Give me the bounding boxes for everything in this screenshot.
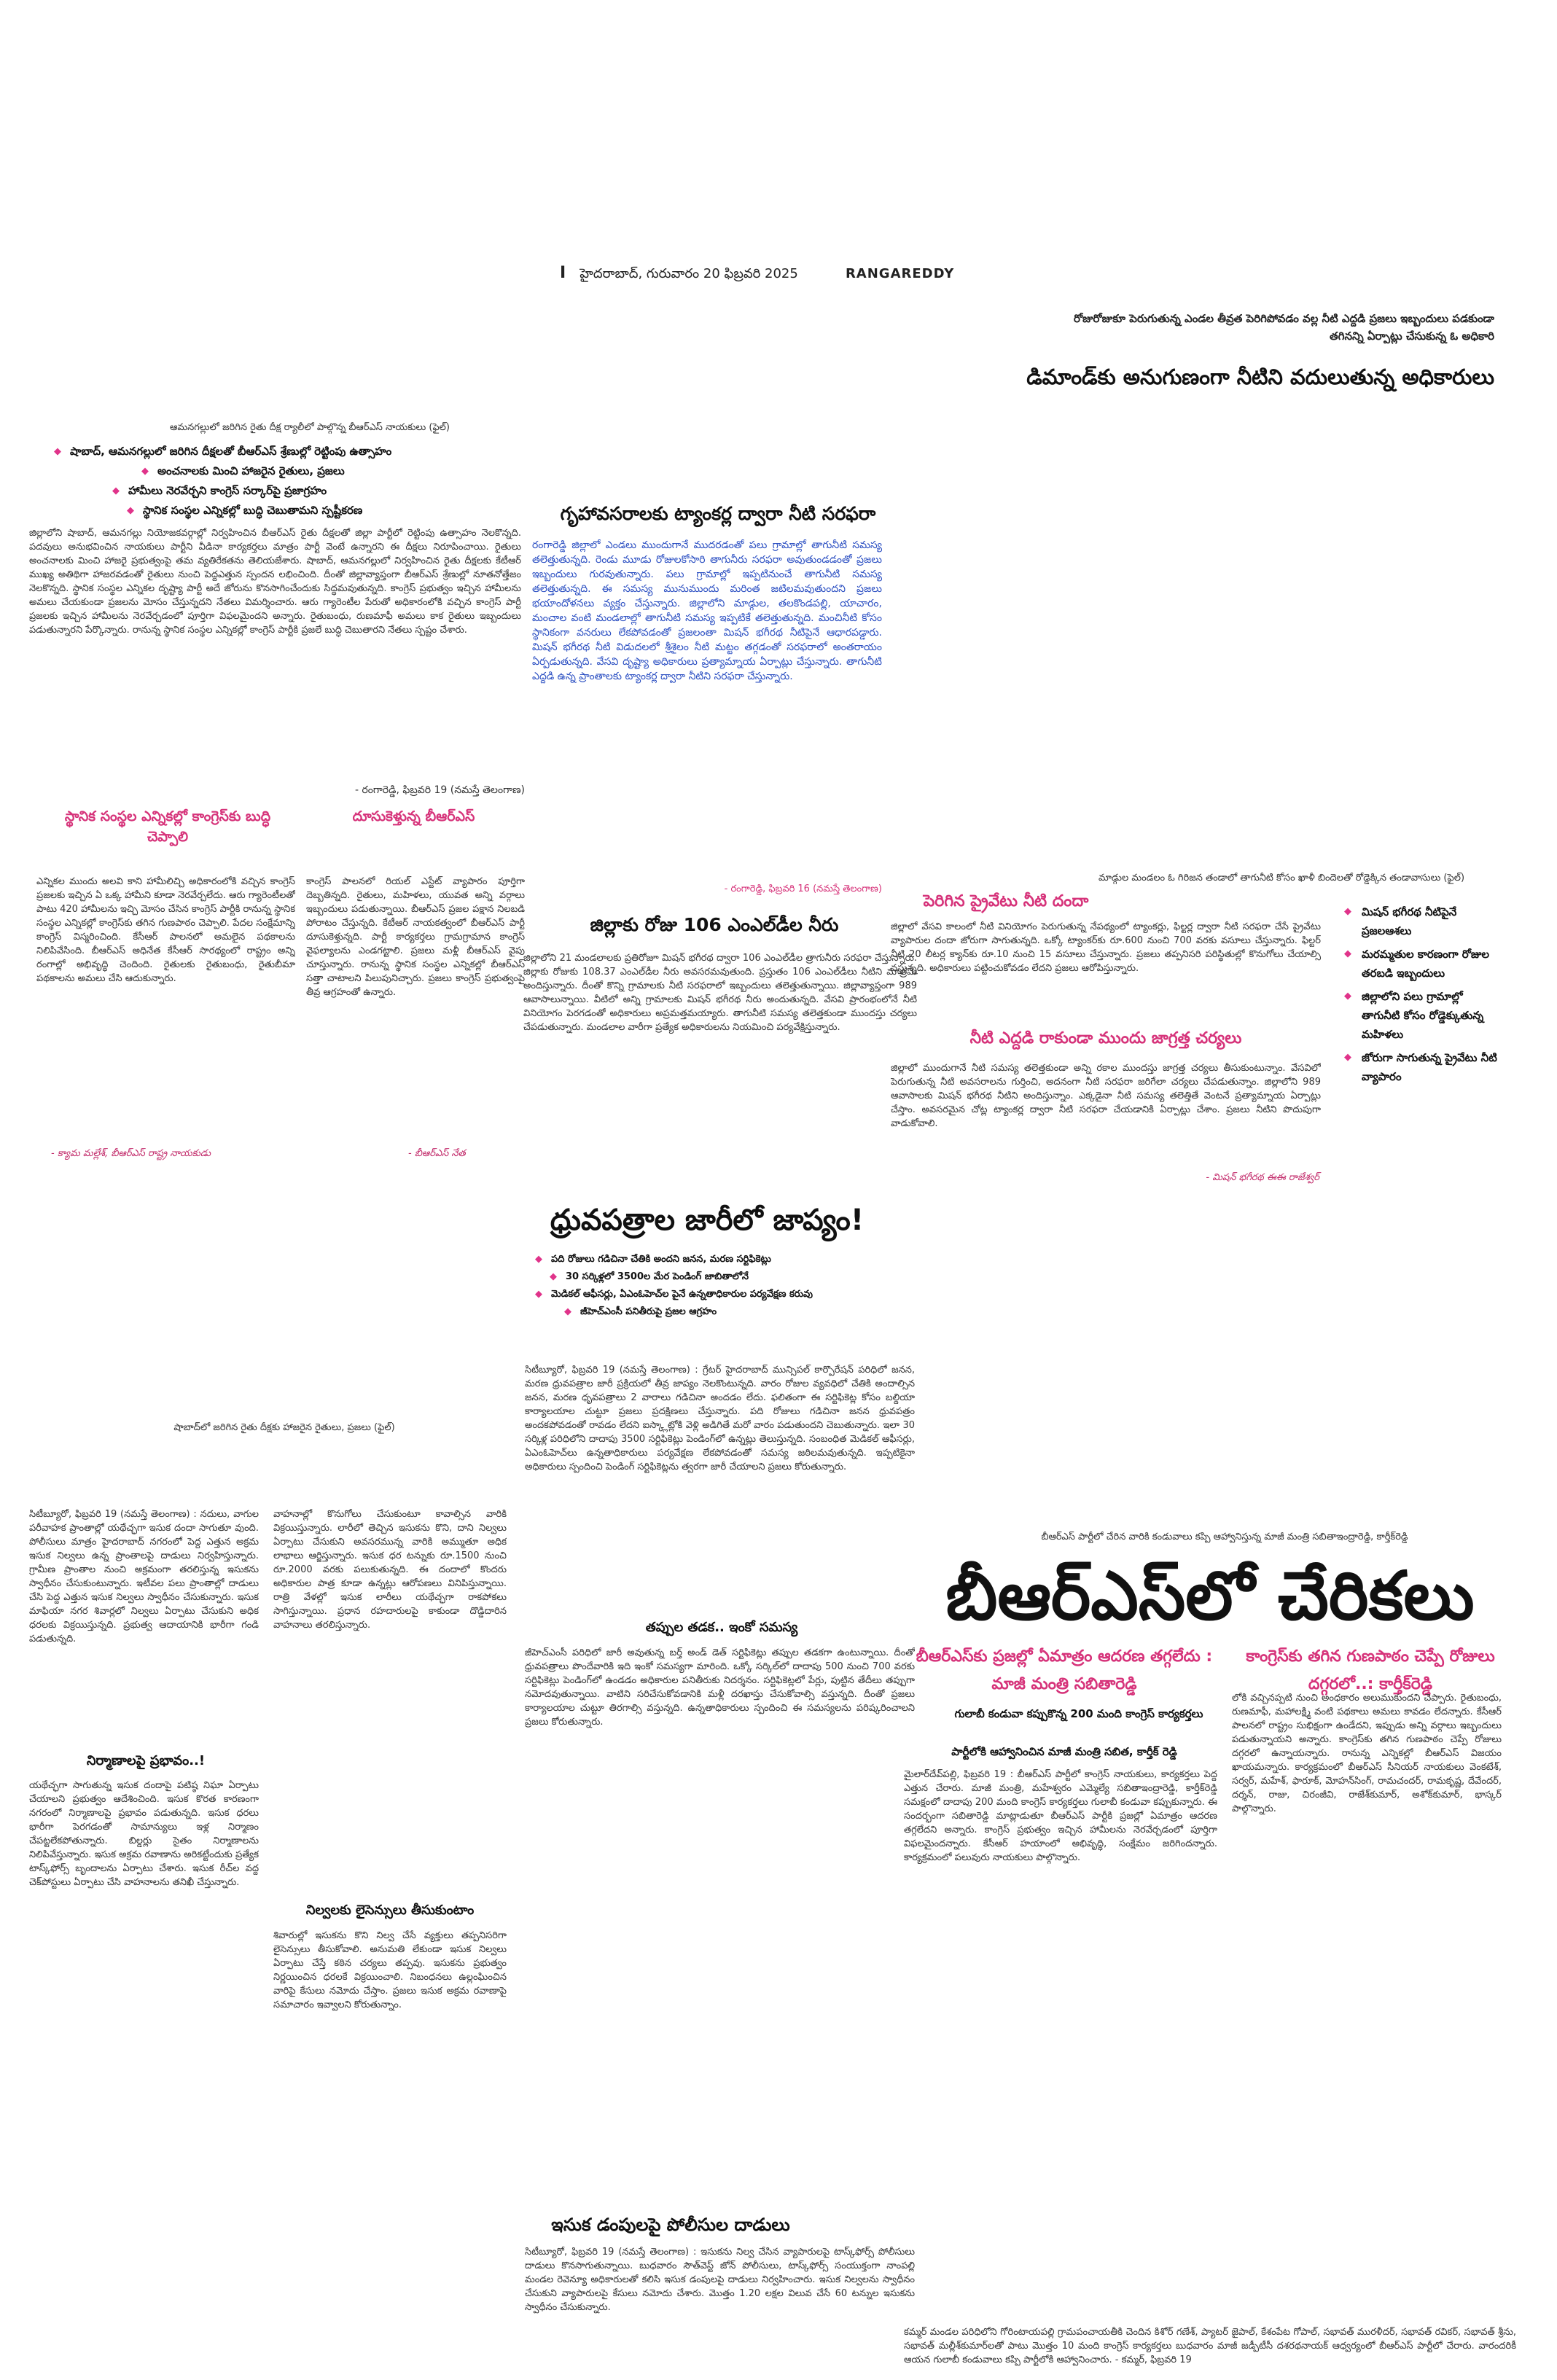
sand-body2: యథేచ్ఛగా సాగుతున్న ఇసుక దందాపై పటిష్ఠ ని… [29, 1780, 259, 1888]
local-body: ఎన్నికల ముందు అలవి కాని హామీలిచ్చి అధికా… [36, 876, 295, 984]
rally-bullet: అంచనాలకు మించి హాజరైన రైతులు, ప్రజలు [138, 461, 525, 481]
sand-col2b: శివారుల్లో ఇసుకను కొని నిల్వ చేసే వ్యక్త… [273, 1930, 507, 2010]
masthead-dateline: హైదరాబాద్, గురువారం 20 ఫిబ్రవరి 2025 [580, 266, 798, 281]
rally-bullet: షాబాద్, ఆమనగల్లులో జరిగిన దీక్షలతో బీఆర్… [51, 442, 525, 461]
brs-body-right: లోకి వచ్చినప్పటి నుంచి అంధకారం అలుముకుంద… [1232, 1693, 1502, 1814]
local-headline: స్థానిక సంస్థల ఎన్నికల్లో కాంగ్రెస్‌కు బ… [64, 808, 271, 845]
private-body: జిల్లాలో వేసవి కాలంలో నీటి వినియోగం పెరు… [891, 921, 1321, 974]
water-deck: రోజురోజుకూ పెరుగుతున్న ఎండల తీవ్రత పెరిగ… [1073, 312, 1494, 343]
footer-caption: కమ్మర్ మండల పరిధిలోని గోరింటాయపల్లి గ్రా… [904, 2327, 1516, 2365]
side-point: మిషన్ భగీరథ నీటిపైనే ప్రజలఆశలు [1341, 902, 1498, 940]
tempo-signature: - బీఆర్‌ఎస్ నేత [408, 1148, 466, 1159]
masthead-section: RANGAREDDY [845, 266, 955, 281]
sand-subhead: నిర్మాణాలపై ప్రభావం..! [86, 1753, 206, 1768]
tanker-headline: గృహావసరాలకు ట్యాంకర్ల ద్వారా నీటి సరఫరా [560, 503, 876, 524]
water-headline: డిమాండ్‌కు అనుగుణంగా నీటిని వదులుతున్న అ… [1026, 364, 1494, 389]
district-headline: జిల్లాకు రోజు 106 ఎంఎల్‌డీల నీరు [590, 914, 839, 935]
brs-sub-left: బీఆర్‌ఎస్‌కు ప్రజల్లో ఏమాత్రం ఆదరణ తగ్గల… [916, 1647, 1213, 1693]
rally-body: జిల్లాలోని షాబాద్, ఆమనగల్లు నియోజకవర్గాల… [29, 528, 521, 636]
sand-body: సిటీబ్యూరో, ఫిబ్రవరి 19 (నమస్తే తెలంగాణ)… [29, 1509, 259, 1644]
masthead-marker: I [560, 264, 566, 282]
brs-kicker: గులాబీ కండువా కప్పుకొన్న 200 మంది కాంగ్ర… [954, 1707, 1203, 1720]
docs-body2: జీహెచ్‌ఎంసీ పరిధిలో జారీ అవుతున్న బర్త్ … [525, 1647, 915, 1728]
sand-subhead2: నిల్వలకు లైసెన్సులు తీసుకుంటాం [305, 1903, 475, 1918]
shabad-caption: షాబాద్‌లో జరిగిన రైతు దీక్షకు హాజరైన రైత… [173, 1422, 395, 1433]
tempo-body: కాంగ్రెస్ పాలనలో రియల్ ఎస్టేట్ వ్యాపారం … [306, 876, 525, 998]
rally-dateline: - రంగారెడ్డి, ఫిబ్రవరి 19 (నమస్తే తెలంగా… [355, 784, 525, 796]
private-photo-caption: మాడ్గుల మండలం ఓ గిరిజన తండాలో తాగునీటి క… [1098, 873, 1465, 883]
private-body2: జిల్లాలో ముందుగానే నీటి సమస్య తలెత్తకుండ… [891, 1063, 1321, 1129]
side-points: మిషన్ భగీరథ నీటిపైనే ప్రజలఆశలు మరమ్మతుల … [1341, 902, 1498, 1090]
brs-kicker2: పార్టీలోకి ఆహ్వానించిన మాజీ మంత్రి సబిత,… [951, 1745, 1177, 1758]
private-headline: పెరిగిన ప్రైవేటు నీటి దందా [923, 892, 1089, 910]
district-body: జిల్లాలోని 21 మండలాలకు ప్రతిరోజూ మిషన్ భ… [523, 953, 917, 1033]
private-subhead: నీటి ఎద్దడి రాకుండా ముందు జాగ్రత్త చర్యల… [969, 1029, 1242, 1047]
docs-bullet: పది రోజులు గడిచినా చేతికి అందని జనన, మరణ… [532, 1251, 911, 1268]
tanker-body: రంగారెడ్డి జిల్లాలో ఎండలు ముందుగానే ముదర… [532, 539, 882, 682]
tempo-headline: దూసుకెళ్తున్న బీఆర్‌ఎస్ [352, 808, 475, 824]
side-point: జోరుగా సాగుతున్న ప్రైవేటు నీటి వ్యాపారం [1341, 1048, 1498, 1086]
sand-col2: వాహనాల్లో కొనుగోలు చేసుకుంటూ కావాల్సిన వ… [273, 1509, 507, 1631]
docs-bullet: మెడికల్ ఆఫీసర్లు, ఏఎంఓహెచ్‌ల పైనే ఉన్నతా… [532, 1286, 911, 1303]
docs-subhead: తప్పుల తడక.. ఇంకో సమస్య [645, 1620, 798, 1635]
sand-headline: ఇసుక డంపులపై పోలీసుల దాడులు [551, 2215, 790, 2235]
brs-body-left: మైలార్‌దేవ్‌పల్లి, ఫిబ్రవరి 19 : బీఆర్‌ఎ… [904, 1769, 1217, 1863]
rally-bullets: షాబాద్, ఆమనగల్లులో జరిగిన దీక్షలతో బీఆర్… [51, 442, 525, 520]
docs-body: సిటీబ్యూరో, ఫిబ్రవరి 19 (నమస్తే తెలంగాణ)… [525, 1365, 915, 1472]
private-signature: - మిషన్ భగీరథ ఈఈ రాజేశ్వర్ [1206, 1172, 1319, 1183]
docs-bullet: 30 సర్కిళ్లలో 3500ల మేర పెండింగ్ జాబితాల… [547, 1268, 911, 1286]
docs-bullet: జీహెచ్‌ఎంసీ పనితీరుపై ప్రజల ఆగ్రహం [561, 1303, 911, 1321]
sand-body3: సిటీబ్యూరో, ఫిబ్రవరి 19 (నమస్తే తెలంగాణ)… [525, 2247, 915, 2313]
rally-bullet: హామీలు నెరవేర్చని కాంగ్రెస్ సర్కార్‌పై ప… [109, 481, 525, 501]
brs-sub-right: కాంగ్రెస్‌కు తగిన గుణపాఠం చెప్పే రోజులు … [1246, 1647, 1495, 1693]
docs-bullets: పది రోజులు గడిచినా చేతికి అందని జనన, మరణ… [532, 1251, 911, 1321]
brs-photo-caption: బీఆర్‌ఎస్ పార్టీలో చేరిన వారికి కండువాలు… [1041, 1532, 1408, 1542]
docs-headline: ధ్రువపత్రాల జారీలో జాప్యం! [550, 1203, 865, 1237]
masthead: I హైదరాబాద్, గురువారం 20 ఫిబ్రవరి 2025 R… [560, 264, 1041, 284]
local-signature: - క్యామ మల్లేశ్, బీఆర్‌ఎస్ రాష్ట్ర నాయకు… [51, 1148, 211, 1159]
rally-bullet: స్థానిక సంస్థల ఎన్నికల్లో బుద్ధి చెబుతామ… [124, 501, 525, 520]
tanker-dateline: - రంగారెడ్డి, ఫిబ్రవరి 16 (నమస్తే తెలంగా… [724, 883, 882, 894]
side-point: జిల్లాలోని పలు గ్రామాల్లో తాగునీటి కోసం … [1341, 987, 1498, 1044]
side-point: మరమ్మతుల కారణంగా రోజుల తరబడి ఇబ్బందులు [1341, 945, 1498, 983]
rally-photo-caption: ఆమనగల్లులో జరిగిన రైతు దీక్ష ర్యాలీలో పా… [170, 422, 450, 433]
brs-headline: బీఆర్‌ఎస్‌లో చేరికలు [945, 1557, 1475, 1635]
